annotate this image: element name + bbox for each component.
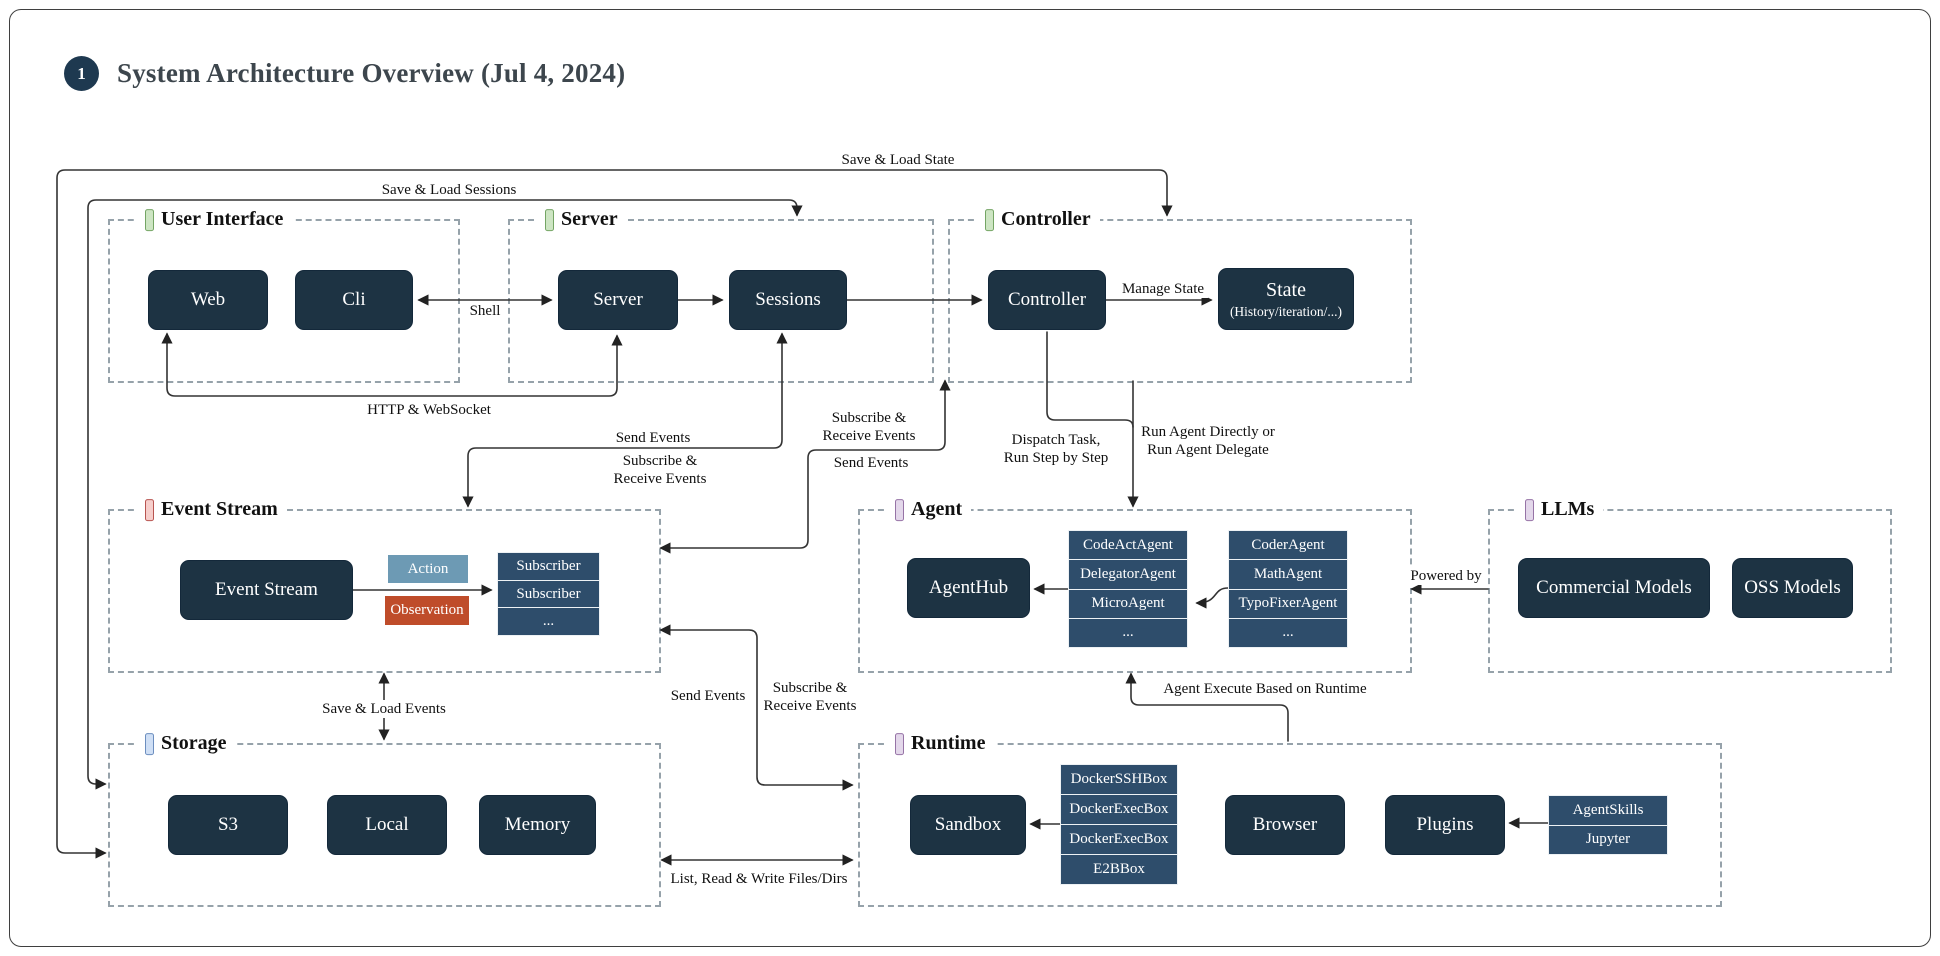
stack-row: TypoFixerAgent (1228, 589, 1348, 619)
node-plugins: Plugins (1385, 795, 1505, 855)
stack-row: MicroAgent (1068, 589, 1188, 619)
node-label: Memory (504, 814, 571, 835)
node-oss-models: OSS Models (1732, 558, 1853, 618)
edge-label-save-load-events: Save & Load Events (318, 700, 450, 719)
node-cli: Cli (295, 270, 413, 330)
node-commercial-models: Commercial Models (1518, 558, 1710, 618)
edge-agents2-microagent (1195, 587, 1229, 609)
node-label: S3 (217, 814, 239, 835)
subscriber-stack: Subscriber Subscriber ... (497, 552, 600, 637)
node-label: Controller (1007, 289, 1087, 310)
node-label: Sandbox (934, 814, 1002, 835)
agent-stack-right: CoderAgent MathAgent TypoFixerAgent ... (1228, 530, 1348, 648)
stack-row: DockerExecBox (1060, 825, 1178, 855)
stack-row: ... (497, 608, 600, 637)
node-label: State (1266, 278, 1306, 301)
node-controller: Controller (988, 270, 1106, 330)
agent-stack-left: CodeActAgent DelegatorAgent MicroAgent .… (1068, 530, 1188, 648)
edge-save-load-state (56, 169, 1173, 859)
stack-row: DockerSSHBox (1060, 764, 1178, 795)
stack-row: Subscriber (497, 552, 600, 581)
stack-row: ... (1068, 618, 1188, 648)
edge-label-http-websocket: HTTP & WebSocket (363, 401, 495, 420)
node-label: Server (593, 289, 643, 310)
edge-save-load-sessions (87, 199, 803, 790)
node-state: State (History/iteration/...) (1218, 268, 1354, 330)
node-label: Event Stream (215, 579, 318, 600)
node-label: Local (365, 814, 409, 835)
stack-row: MathAgent (1228, 560, 1348, 590)
edge-label-save-load-sessions: Save & Load Sessions (377, 181, 521, 200)
action-chip: Action (388, 555, 468, 583)
group-label: LLMs (1541, 498, 1595, 521)
edge-controller-agent-elbow (1046, 331, 1134, 428)
group-title: LLMs (1516, 498, 1604, 522)
chip-label: Action (407, 560, 449, 577)
edge-label-send-events-3: Send Events (666, 687, 750, 706)
edge-label-sub-receive-1: Subscribe & Receive Events (609, 452, 711, 489)
plugin-stack: AgentSkills Jupyter (1548, 795, 1668, 855)
node-agenthub: AgentHub (907, 558, 1030, 618)
edge-label-powered-by: Powered by (1406, 567, 1486, 586)
sandbox-stack: DockerSSHBox DockerExecBox DockerExecBox… (1060, 764, 1178, 885)
stack-row: DockerExecBox (1060, 795, 1178, 825)
node-label: Commercial Models (1536, 577, 1692, 598)
node-label: Cli (342, 289, 366, 310)
edge-label-dispatch-task: Dispatch Task, Run Step by Step (999, 431, 1113, 468)
edge-eventstream-runtime (659, 624, 854, 791)
diagram-frame (9, 9, 1931, 947)
node-label: Browser (1252, 814, 1318, 835)
stack-row: Subscriber (497, 580, 600, 609)
node-server: Server (558, 270, 678, 330)
node-label: AgentHub (928, 577, 1009, 598)
node-s3: S3 (168, 795, 288, 855)
chip-label: Observation (390, 602, 464, 618)
edge-label-shell: Shell (465, 302, 505, 321)
edge-label-send-events-1: Send Events (611, 429, 695, 448)
stack-row: AgentSkills (1548, 795, 1668, 826)
stack-row: ... (1228, 618, 1348, 648)
node-browser: Browser (1225, 795, 1345, 855)
page-title: System Architecture Overview (Jul 4, 202… (117, 58, 626, 88)
edge-label-manage-state: Manage State (1117, 280, 1209, 299)
node-label: OSS Models (1744, 577, 1841, 598)
node-web: Web (148, 270, 268, 330)
node-label: Sessions (755, 289, 821, 310)
stack-row: CoderAgent (1228, 530, 1348, 561)
node-sandbox: Sandbox (910, 795, 1026, 855)
stack-row: DelegatorAgent (1068, 560, 1188, 590)
node-label: Web (190, 289, 226, 310)
edge-label-agent-execute: Agent Execute Based on Runtime (1159, 680, 1371, 699)
stack-row: E2BBox (1060, 855, 1178, 885)
group-accent-bar-icon (1525, 498, 1534, 521)
node-event-stream: Event Stream (180, 560, 353, 620)
node-local: Local (327, 795, 447, 855)
stack-row: CodeActAgent (1068, 530, 1188, 561)
node-memory: Memory (479, 795, 596, 855)
edge-label-run-agent: Run Agent Directly or Run Agent Delegate (1137, 423, 1279, 460)
node-label: Plugins (1416, 814, 1474, 835)
group-llms: LLMs (1488, 498, 1892, 673)
edge-label-sub-receive-2: Subscribe & Receive Events (818, 409, 920, 446)
edge-label-sub-receive-3: Subscribe & Receive Events (759, 679, 861, 716)
edge-agent-execute (1125, 672, 1289, 742)
node-sessions: Sessions (729, 270, 847, 330)
edge-http-websocket (161, 332, 623, 397)
edge-label-save-load-state: Save & Load State (837, 151, 959, 170)
stack-row: Jupyter (1548, 825, 1668, 855)
edge-controller-eventstream (659, 379, 951, 554)
node-sublabel: (History/iteration/...) (1229, 303, 1343, 319)
edge-label-list-read-write: List, Read & Write Files/Dirs (666, 870, 852, 889)
observation-chip: Observation (385, 596, 469, 625)
edge-label-send-events-2: Send Events (829, 454, 913, 473)
title-number-badge: 1 (64, 56, 99, 91)
